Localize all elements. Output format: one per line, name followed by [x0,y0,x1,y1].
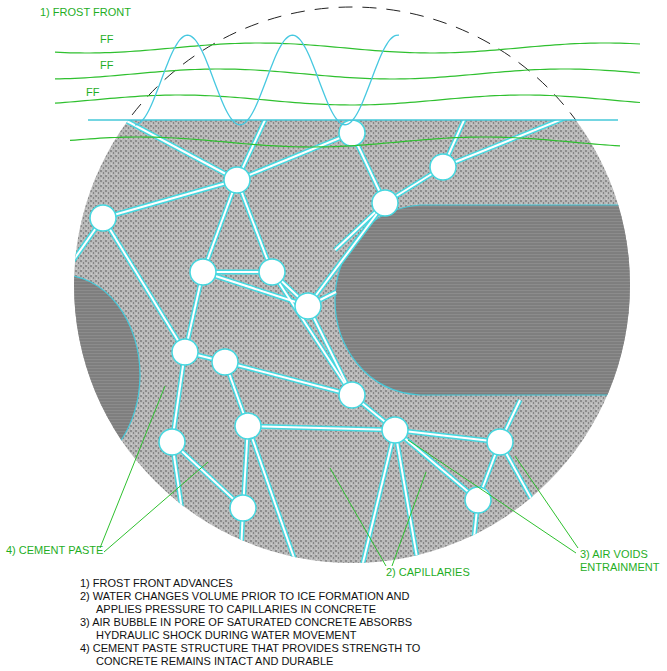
note-text: 1) FROST FRONT ADVANCES [80,577,476,590]
water-pressure-wave [135,35,399,125]
capillary [103,180,237,218]
capillary-core [395,430,478,500]
capillary [308,306,352,395]
capillary [237,180,272,272]
air-void [224,167,250,193]
capillary-core [395,430,420,575]
capillary [125,120,237,180]
capillary [203,180,237,272]
leader-line [330,468,386,566]
frost-front-tag: FF [100,59,130,72]
frost-front-line [55,69,640,79]
callout-label: 2) CAPILLARIES [386,566,506,579]
capillary-core [125,120,237,180]
aggregate [0,275,140,475]
capillary-core [203,272,308,306]
capillary-core [172,442,190,565]
frost-front-tag: FF [86,86,116,99]
capillary [103,218,185,352]
air-void [372,190,398,216]
air-void [465,487,491,513]
air-void [487,429,513,455]
aggregate [335,205,660,395]
capillary-core [172,442,243,508]
air-void [90,205,116,231]
capillary [203,272,308,306]
note-text: 4) CEMENT PASTE STRUCTURE THAT PROVIDES … [80,642,426,668]
air-void [172,339,198,365]
dashed-outline [74,7,630,120]
capillary-core [395,430,500,442]
capillary-core [360,430,395,575]
leader-line [515,456,578,548]
capillary [443,120,565,167]
frost-front-line [55,43,640,53]
capillary-core [308,306,352,395]
capillary-core [443,120,565,167]
capillary-core [203,180,237,272]
callout-label: 4) CEMENT PASTE [6,544,116,557]
air-void [295,293,321,319]
capillary-core [237,133,352,180]
capillary [395,430,420,575]
air-void [190,259,216,285]
capillary [308,203,385,306]
frost-front-line [55,95,640,105]
air-void [382,417,408,443]
air-void [230,495,256,521]
air-void [159,429,185,455]
frost-front-line [70,137,620,147]
air-void [339,382,365,408]
air-void [235,413,261,439]
capillary-core [500,442,565,560]
capillary [172,442,190,565]
leader-line [100,386,165,548]
capillary-core [308,203,385,306]
leader-line [392,472,426,566]
capillary-core [248,426,300,575]
air-void [259,259,285,285]
capillary-core [237,180,272,272]
capillary [500,442,565,560]
note-text: 3) AIR BUBBLE IN PORE OF SATURATED CONCR… [80,616,416,642]
capillary [360,430,395,575]
callout-label: 1) FROST FRONT [40,6,180,19]
capillary-core [272,272,352,395]
note-text: 2) WATER CHANGES VOLUME PRIOR TO ICE FOR… [80,590,436,616]
callout-label: 3) AIR VOIDS ENTRAINMENT [580,548,664,574]
capillary-core [103,180,237,218]
air-void [212,349,238,375]
capillary-core [103,218,185,352]
capillary [248,426,395,430]
leader-line [104,462,208,552]
frost-front-tag: FF [100,33,130,46]
capillary-core [248,426,395,430]
leader-line [408,440,576,553]
air-void [430,154,456,180]
capillary [248,426,300,575]
